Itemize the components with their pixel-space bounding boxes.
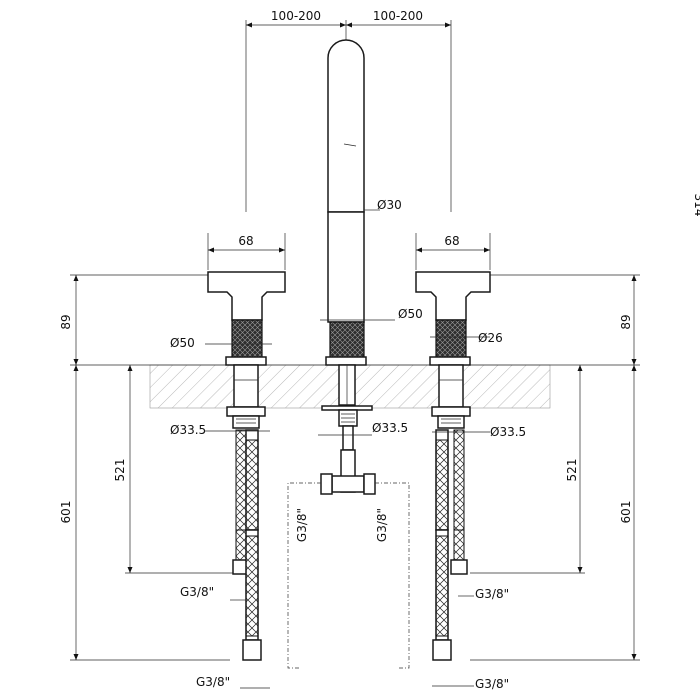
left-hose-thread-label: G3/8" [180, 585, 214, 599]
handle-width-right-label: 68 [444, 234, 459, 248]
spout [320, 39, 376, 495]
left-valve-dimensions: Ø50 Ø33.5 G3/8" G3/8" [170, 336, 272, 689]
left-valve [207, 271, 286, 661]
handle-width-dimensions: 68 68 [208, 234, 490, 253]
spout-dimensions: Ø30 Ø50 Ø33.5 [318, 198, 423, 436]
left-knurl [231, 319, 263, 359]
handle-width-left-label: 68 [238, 234, 253, 248]
total-length-right-label: 601 [619, 501, 633, 524]
spout-diameter-label: Ø30 [377, 198, 402, 212]
spacing-dimension: 100-200 100-200 [246, 9, 451, 28]
spout-height-label: 314 [692, 194, 700, 217]
total-length-left-label: 601 [59, 501, 73, 524]
right-valve-dimensions: Ø26 Ø33.5 G3/8" G3/8" [430, 331, 526, 691]
total-length-dimensions: 601 601 [59, 365, 637, 660]
right-base-diameter-label: Ø26 [478, 331, 503, 345]
tee-right-thread-label: G3/8" [375, 508, 389, 542]
center-shank-diameter-label: Ø33.5 [372, 421, 408, 435]
right-bottom-thread-label: G3/8" [475, 677, 509, 691]
left-base-diameter-label: Ø50 [170, 336, 195, 350]
spacing-left-label: 100-200 [271, 9, 321, 23]
right-valve [415, 271, 491, 661]
spout-base-diameter-label: Ø50 [398, 307, 423, 321]
handle-height-right-label: 89 [619, 314, 633, 329]
right-shank-diameter-label: Ø33.5 [490, 425, 526, 439]
handle-height-left-label: 89 [59, 314, 73, 329]
hose-length-right-label: 521 [565, 459, 579, 482]
right-knurl [435, 319, 467, 359]
spacing-right-label: 100-200 [373, 9, 423, 23]
left-shank-diameter-label: Ø33.5 [170, 423, 206, 437]
tee-connection: G3/8" G3/8" [287, 482, 410, 669]
left-bottom-thread-label: G3/8" [196, 675, 230, 689]
spout-knurl [329, 321, 365, 359]
extension-lines [70, 20, 640, 661]
hose-length-dimensions: 521 521 [113, 365, 583, 573]
hose-length-left-label: 521 [113, 459, 127, 482]
handle-height-dimensions: 89 89 [59, 275, 637, 365]
tee-left-thread-label: G3/8" [295, 508, 309, 542]
right-hose-thread-label: G3/8" [475, 587, 509, 601]
